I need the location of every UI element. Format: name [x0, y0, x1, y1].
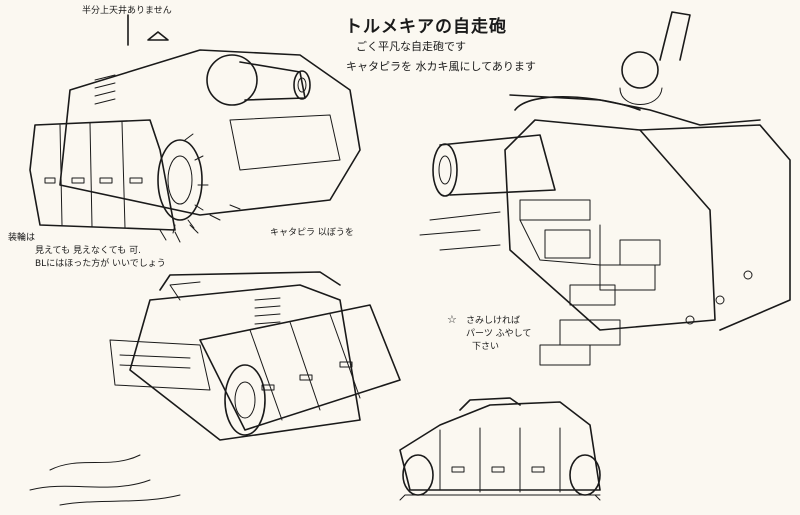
note-left-line-3: BLにはほった方が いいでしょう [35, 259, 166, 269]
note-right-line-1: さみしければ [466, 316, 521, 326]
note-left-line-2: 見えても 見えなくても 可. [35, 246, 141, 256]
note-top: 半分上天井ありません [82, 6, 172, 16]
star-mark: ☆ [447, 313, 457, 326]
note-left-line-1: 装輪は [8, 233, 36, 243]
subtitle-line-2: キャタピラを 水カキ風にしてあります [346, 60, 536, 73]
note-track: キャタピラ 以ぼうを [270, 228, 354, 238]
sheet-title: トルメキアの自走砲 [345, 17, 507, 37]
subtitle-line-1: ごく平凡な自走砲です [356, 40, 466, 53]
vehicle-side-view [399, 397, 601, 501]
note-right-line-3: 下さい [472, 342, 500, 352]
vehicle-front-three-quarter [29, 14, 361, 243]
vehicle-rear-three-quarter [29, 271, 401, 506]
vehicle-closeup-compartment [419, 11, 791, 366]
note-right-line-2: パーツ ふやして [466, 329, 532, 339]
